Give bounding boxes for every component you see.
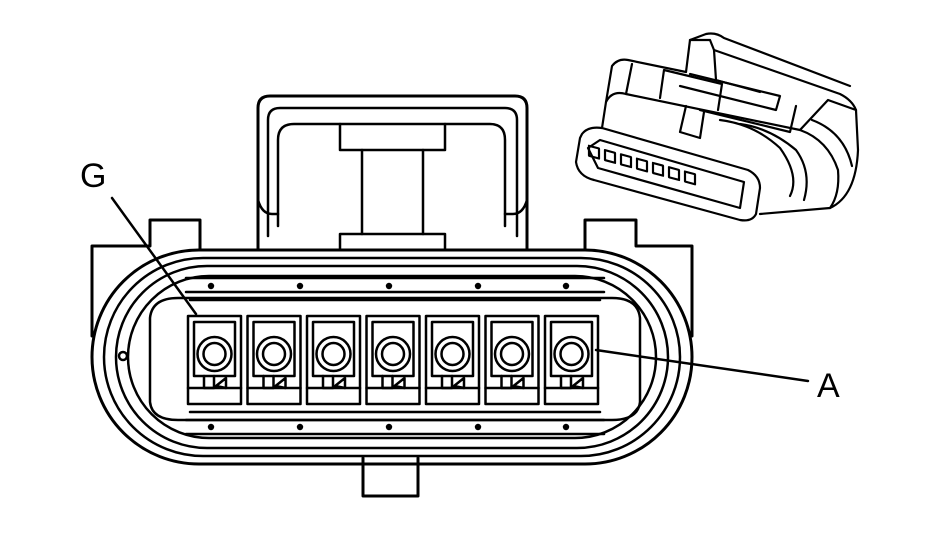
terminal-pin — [553, 335, 590, 373]
terminal-pin — [434, 335, 471, 373]
leader-line-g — [110, 196, 198, 316]
terminal-cavity — [305, 314, 362, 406]
terminal-pin — [374, 335, 412, 373]
terminal-pin — [255, 335, 293, 373]
terminal-pin — [315, 335, 352, 373]
connector-housing — [90, 218, 694, 498]
terminal-cavity — [246, 314, 302, 406]
terminal-pin — [493, 335, 531, 373]
locking-tab — [256, 94, 529, 252]
terminal-label-a: A — [817, 367, 840, 405]
leader-line-a — [594, 348, 810, 383]
terminal-rails — [117, 276, 606, 436]
terminal-cavity — [424, 314, 481, 406]
terminal-label-g: G — [80, 157, 107, 195]
terminal-cavity — [186, 314, 243, 406]
terminal-cavity — [365, 314, 421, 406]
connector-inset-view — [574, 32, 860, 222]
terminal-pin — [196, 335, 233, 373]
terminal-row — [186, 314, 600, 406]
terminal-cavity — [484, 314, 540, 406]
terminal-cavity — [543, 314, 600, 406]
